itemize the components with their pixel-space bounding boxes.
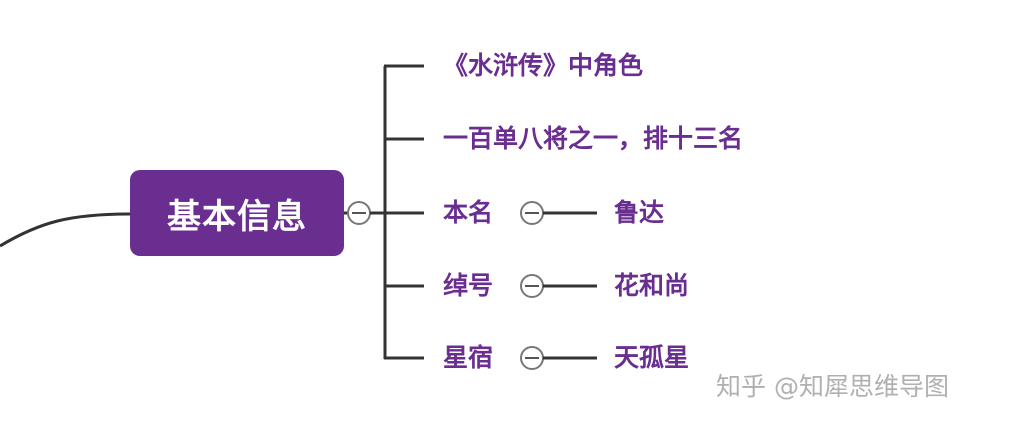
sub-topic-real-name-value[interactable]: 鲁达 [614, 198, 665, 227]
sub-topic-star-value[interactable]: 天孤星 [614, 343, 690, 372]
sub-topic-nickname-value[interactable]: 花和尚 [614, 271, 690, 300]
branch-topic-rank[interactable]: 一百单八将之一，排十三名 [443, 124, 744, 153]
branch-topic-star[interactable]: 星宿 [443, 343, 494, 372]
central-collapse-icon[interactable] [347, 201, 371, 225]
collapse-minus-icon[interactable] [520, 346, 544, 370]
central-topic-node[interactable]: 基本信息 [130, 170, 344, 256]
branch-topic-nickname[interactable]: 绰号 [443, 271, 494, 300]
branch-topic-real-name[interactable]: 本名 [443, 198, 494, 227]
central-topic-label: 基本信息 [167, 196, 307, 237]
collapse-minus-icon[interactable] [520, 201, 544, 225]
branch-topic-role[interactable]: 《水浒传》中角色 [443, 51, 644, 80]
parent-connector [0, 212, 131, 248]
watermark-text: 知乎 @知犀思维导图 [716, 372, 949, 401]
collapse-minus-icon[interactable] [520, 274, 544, 298]
